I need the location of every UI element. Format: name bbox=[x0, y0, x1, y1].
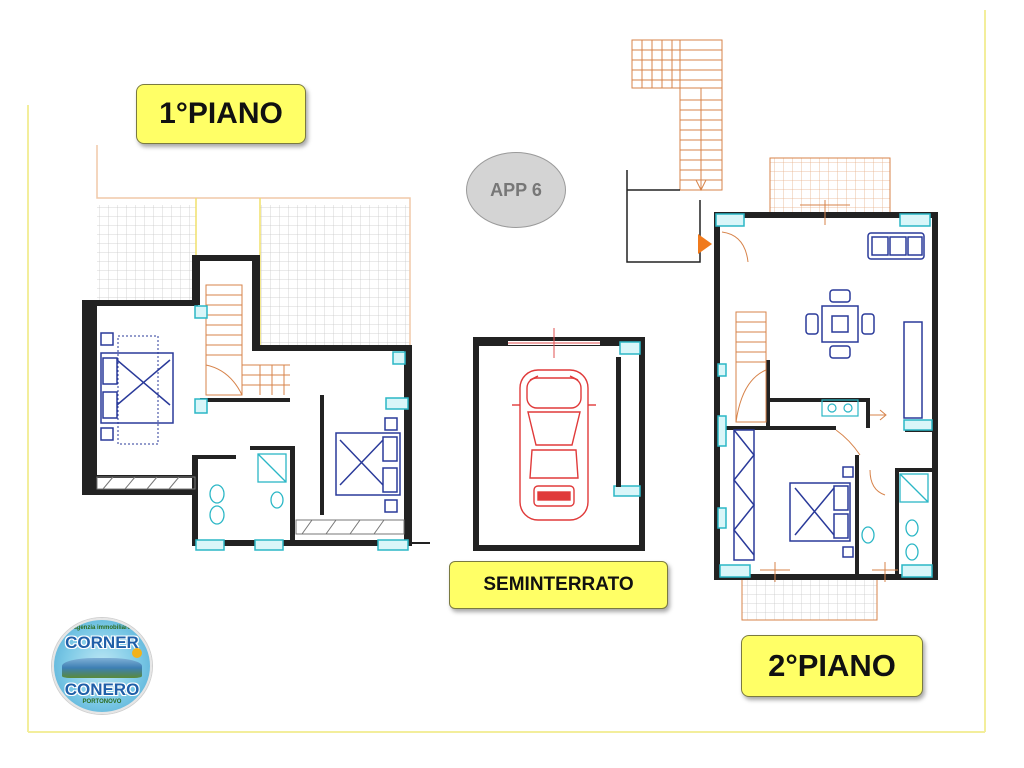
basement-garage bbox=[473, 328, 645, 551]
first-floor-stairs bbox=[205, 284, 290, 396]
first-floor-plan bbox=[82, 145, 430, 551]
logo-word-bottom: CONERO bbox=[64, 680, 140, 699]
bed-left bbox=[100, 332, 174, 441]
first-floor-windows bbox=[194, 305, 409, 551]
terrace-right bbox=[260, 205, 410, 345]
tv-cabinet bbox=[903, 321, 923, 419]
bed-right bbox=[335, 417, 401, 513]
kitchen-counter bbox=[821, 399, 859, 417]
apartment-badge: APP 6 bbox=[466, 152, 566, 228]
entrance-arrow-icon bbox=[698, 234, 712, 254]
logo-sun-icon bbox=[132, 648, 142, 658]
first-floor-label: 1°PIANO bbox=[136, 84, 306, 144]
terrace-left bbox=[97, 205, 196, 300]
page-frame bbox=[27, 10, 986, 733]
bed-second-floor bbox=[789, 466, 854, 558]
external-stairs bbox=[631, 39, 723, 192]
logo-word-top: CORNER bbox=[65, 633, 139, 652]
second-floor-windows bbox=[715, 213, 933, 578]
first-floor-walls bbox=[82, 255, 412, 546]
internal-stairs bbox=[721, 231, 767, 423]
wardrobe-second-floor bbox=[733, 429, 755, 561]
terrace-top bbox=[770, 158, 890, 215]
second-floor-label: 2°PIANO bbox=[741, 635, 923, 697]
bathroom-first-floor bbox=[209, 453, 287, 525]
bathroom-second-floor bbox=[861, 473, 929, 561]
logo-tagline-top: agenzia immobiliare bbox=[73, 625, 131, 631]
sofa-icon bbox=[867, 232, 925, 260]
agency-logo: agenzia immobiliare CORNER CONERO PORTON… bbox=[52, 618, 152, 714]
logo-tagline-bottom: PORTONOVO bbox=[82, 699, 122, 705]
car-icon bbox=[512, 369, 596, 521]
basement-label: SEMINTERRATO bbox=[449, 561, 668, 609]
terrace-bottom bbox=[742, 578, 877, 620]
dining-table-icon bbox=[805, 289, 875, 359]
logo-landscape-icon bbox=[62, 658, 142, 678]
second-floor-plan bbox=[626, 39, 938, 621]
